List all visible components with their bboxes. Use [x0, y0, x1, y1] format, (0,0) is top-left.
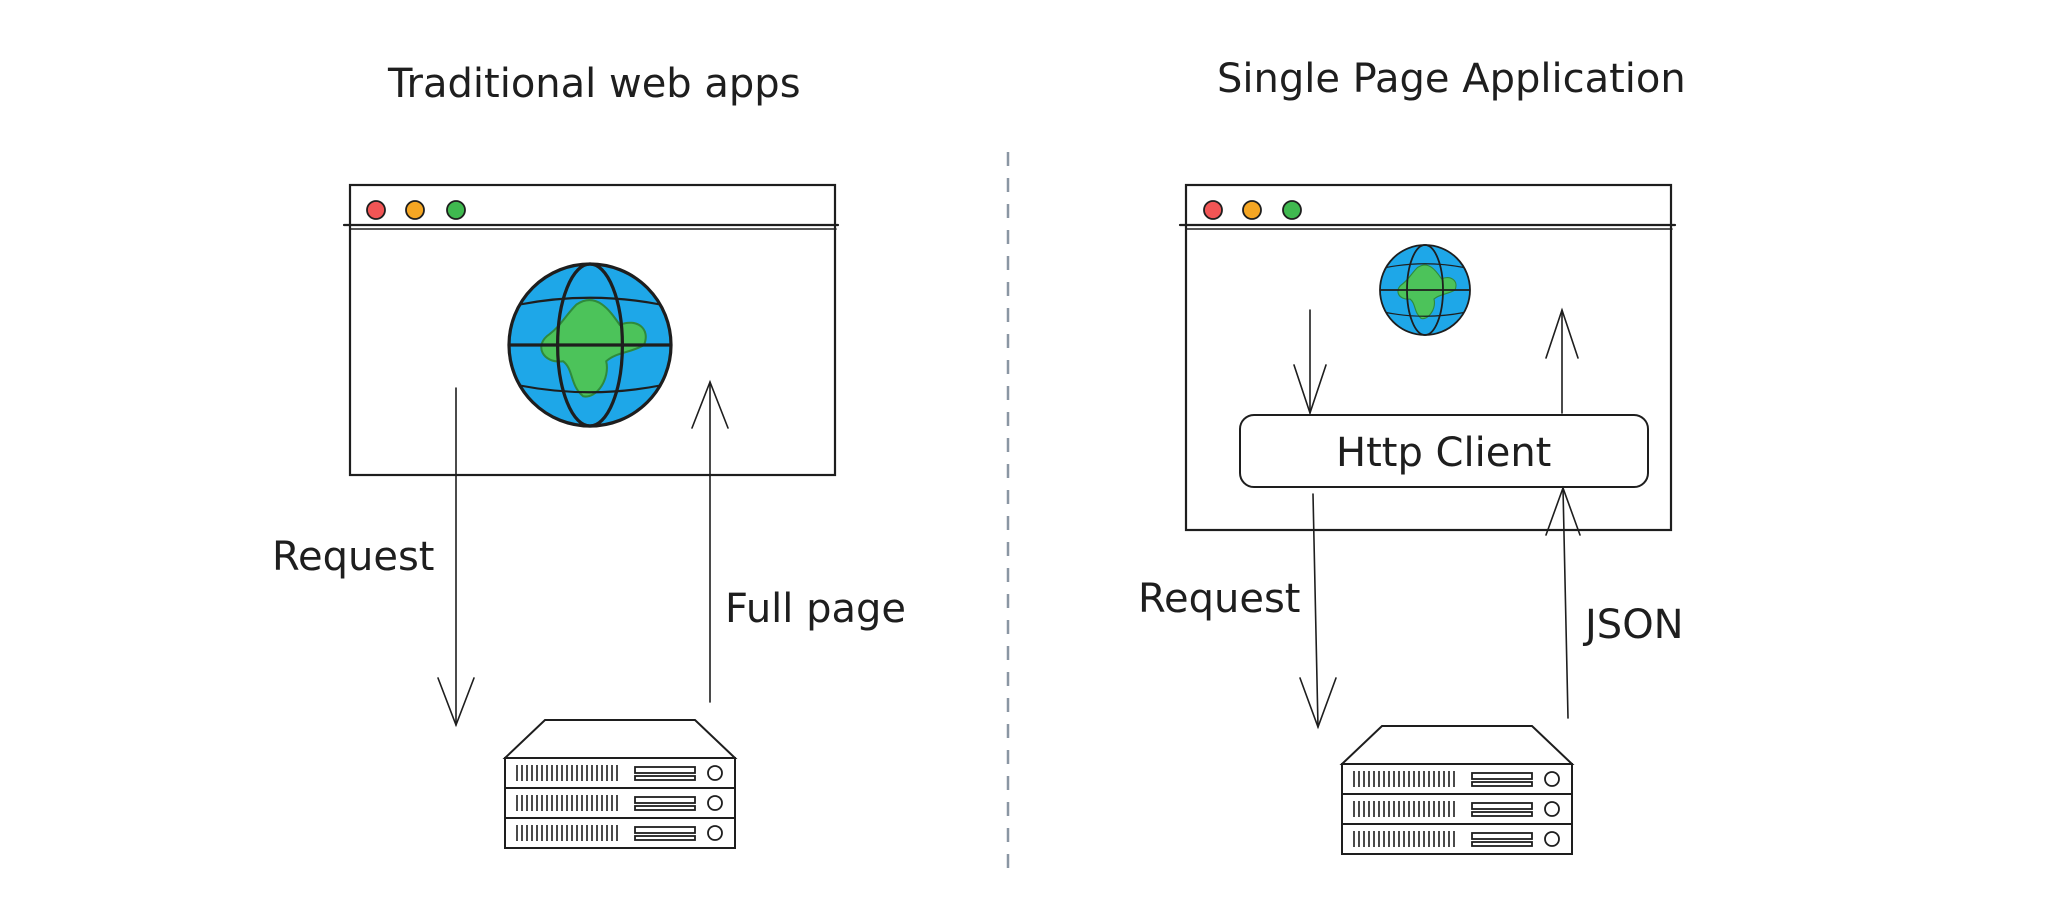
left-request-arrow	[437, 387, 475, 728]
maximize-dot-icon	[1282, 200, 1302, 220]
maximize-dot-icon	[446, 200, 466, 220]
minimize-dot-icon	[405, 200, 425, 220]
http-client-box: Http Client	[1239, 414, 1649, 488]
minimize-dot-icon	[1242, 200, 1262, 220]
right-inner-response-arrow	[1545, 307, 1579, 414]
right-inner-request-arrow	[1293, 309, 1327, 416]
left-title: Traditional web apps	[387, 61, 801, 107]
close-dot-icon	[366, 200, 386, 220]
globe-icon	[507, 262, 673, 428]
left-browser-window	[342, 183, 840, 477]
server-icon	[504, 719, 736, 849]
right-response-label: JSON	[1582, 602, 1684, 648]
window-controls	[366, 200, 466, 220]
left-response-label: Full page	[725, 586, 906, 632]
right-request-label: Request	[1138, 576, 1300, 622]
http-client-label: Http Client	[1336, 430, 1551, 476]
right-browser-window: Http Client	[1178, 183, 1677, 532]
left-request-label: Request	[272, 534, 434, 580]
server-icon	[1341, 725, 1573, 855]
right-request-arrow	[1299, 493, 1337, 730]
right-response-arrow	[1545, 485, 1581, 719]
left-response-arrow	[691, 379, 729, 703]
window-controls	[1203, 200, 1302, 220]
globe-icon	[1379, 244, 1471, 336]
close-dot-icon	[1203, 200, 1223, 220]
right-title: Single Page Application	[1217, 56, 1686, 102]
